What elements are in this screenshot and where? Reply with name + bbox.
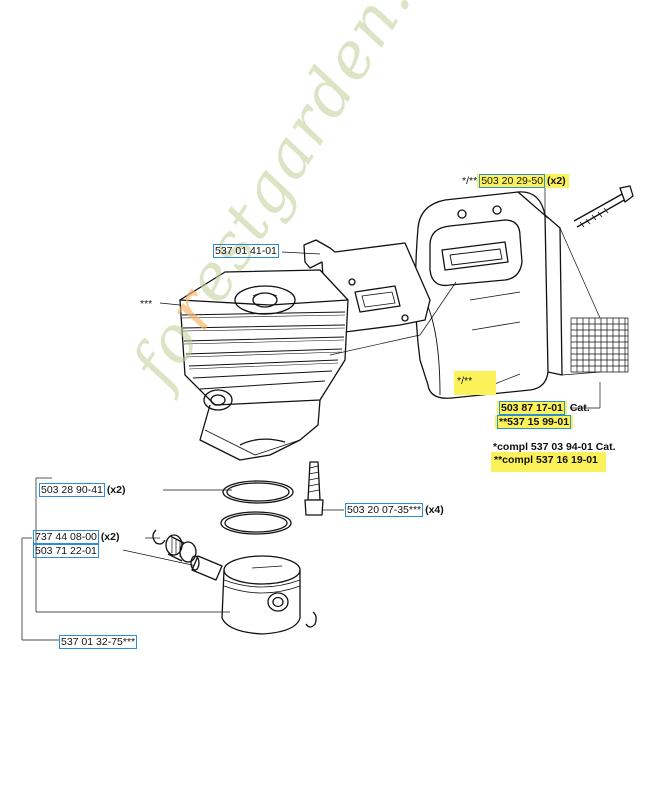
muffler-drawing (414, 191, 629, 399)
ring-part-number[interactable]: 503 28 90-41 (39, 483, 105, 497)
circlip-part-number[interactable]: 737 44 08-00 (33, 530, 99, 544)
needle-bearing-drawing (165, 534, 197, 563)
cylinder-drawing (179, 269, 349, 461)
gasket-label: 537 01 41-01 (213, 244, 279, 258)
piston-part-number[interactable]: 537 01 32-75*** (58, 635, 138, 649)
ring-qty: (x2) (106, 484, 126, 496)
piston-drawing (221, 555, 301, 635)
compl-part-number-2[interactable]: **compl 537 16 19-01 (491, 452, 606, 472)
compl-label-1[interactable]: *compl 537 03 94-01 Cat. (493, 441, 616, 453)
muffler-part-label-2: **537 15 99-01 (495, 415, 574, 429)
screw-qty: (x4) (425, 504, 444, 516)
muffler-mark-label: */** (454, 371, 497, 395)
muffler-part-number-2[interactable]: **537 15 99-01 (496, 415, 572, 429)
cylinder-screw-drawing (304, 461, 324, 516)
circlip-qty: (x2) (100, 531, 120, 543)
bolt-top-prefix: */** (462, 175, 478, 187)
muffler-bolt-drawing (573, 185, 634, 228)
piston-rings-drawing (220, 480, 294, 535)
pin-label: 503 71 22-01 (33, 544, 99, 558)
muffler-mark: */** (454, 371, 497, 395)
ring-label: 503 28 90-41 (x2) (39, 483, 126, 497)
muffler-part-label: 503 87 17-01 Cat. (497, 401, 590, 415)
gasket-part-number[interactable]: 537 01 41-01 (213, 244, 279, 258)
muffler-part-number-1[interactable]: 503 87 17-01 (499, 401, 565, 415)
compl-label-2: **compl 537 16 19-01 (491, 452, 606, 472)
bolt-top-part-number[interactable]: 503 20 29-50 (479, 174, 546, 188)
pin-part-number[interactable]: 503 71 22-01 (33, 544, 99, 558)
cylinder-mark: *** (140, 298, 153, 310)
muffler-cat: Cat. (569, 402, 590, 414)
bolt-top-qty: (x2) (547, 175, 566, 187)
circlip-label: 737 44 08-00 (x2) (33, 530, 120, 544)
circlips-drawing (152, 529, 317, 628)
bolt-top-label: */**503 20 29-50 (x2) (462, 174, 569, 188)
screw-label: 503 20 07-35*** (x4) (344, 503, 444, 517)
piston-label: 537 01 32-75*** (58, 635, 138, 649)
screw-part-number[interactable]: 503 20 07-35*** (344, 503, 424, 517)
piston-pin-drawing (190, 555, 223, 581)
